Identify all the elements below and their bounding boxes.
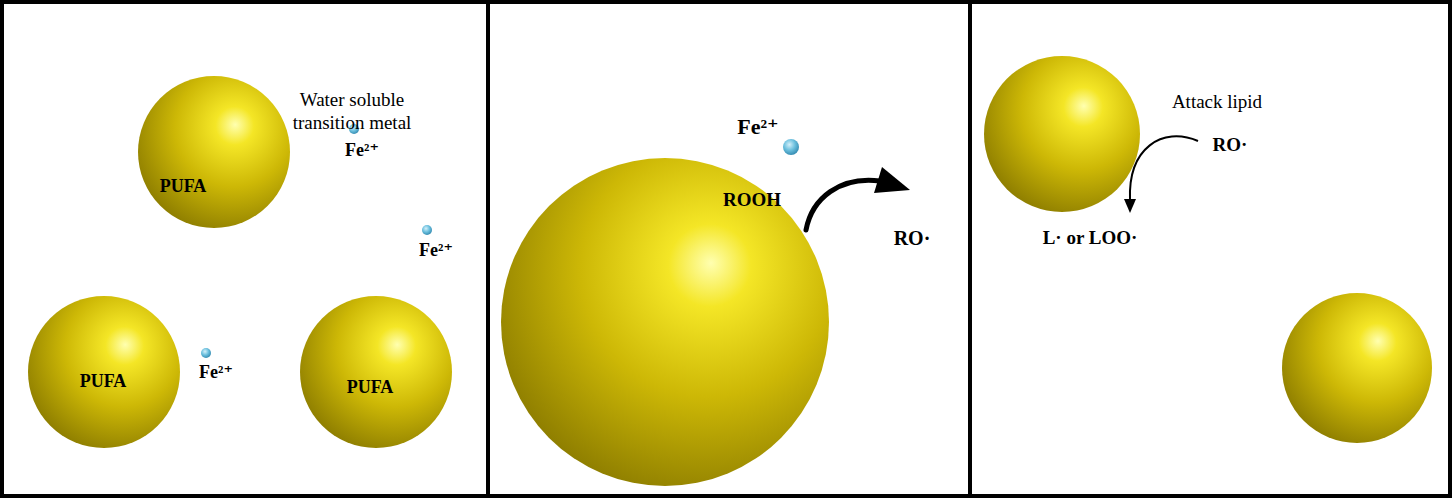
annotation-text: Water soluble transition metal [277,89,427,135]
droplet-label: PUFA [347,377,394,399]
droplet-label: PUFA [80,371,127,393]
annotation-text: Attack lipid [1172,91,1262,114]
lipid-droplet [984,56,1140,212]
droplet-body [138,76,290,228]
droplet-body [28,296,180,448]
annotation-text: L· or LOO· [1043,227,1138,250]
panel: Fe²⁺ RO· ROOH [486,0,972,498]
annotation-text: Fe²⁺ [199,362,233,384]
panel: Attack lipidRO· L· or LOO· [968,0,1452,498]
iron-dot [201,348,211,358]
curved-arrow [1130,136,1198,200]
annotation-text: RO· [894,226,931,250]
droplet-outline [300,296,452,448]
droplet-body [300,296,452,448]
annotation-text: Fe²⁺ [737,114,778,140]
droplet-label: ROOH [723,189,781,212]
arrow-head [874,167,910,193]
iron-dot [422,225,432,235]
annotation-text: RO· [1213,134,1248,157]
droplet-outline [138,76,290,228]
lipid-droplet: PUFA [300,296,452,448]
annotation-text: Fe²⁺ [419,240,453,262]
lipid-droplet: PUFA [28,296,180,448]
lipid-droplet [1282,293,1432,443]
panel: Water soluble transition metalFe²⁺ Fe²⁺ Fe… [0,0,490,498]
lipid-droplet: PUFA [138,76,290,228]
iron-dot [783,139,799,155]
arrow-head [1124,199,1136,213]
lipid-droplet: ROOH [501,158,829,486]
curved-arrow [806,180,880,230]
droplet-body [501,158,829,486]
droplet-label: PUFA [160,176,207,198]
annotation-text: Fe²⁺ [345,140,379,162]
